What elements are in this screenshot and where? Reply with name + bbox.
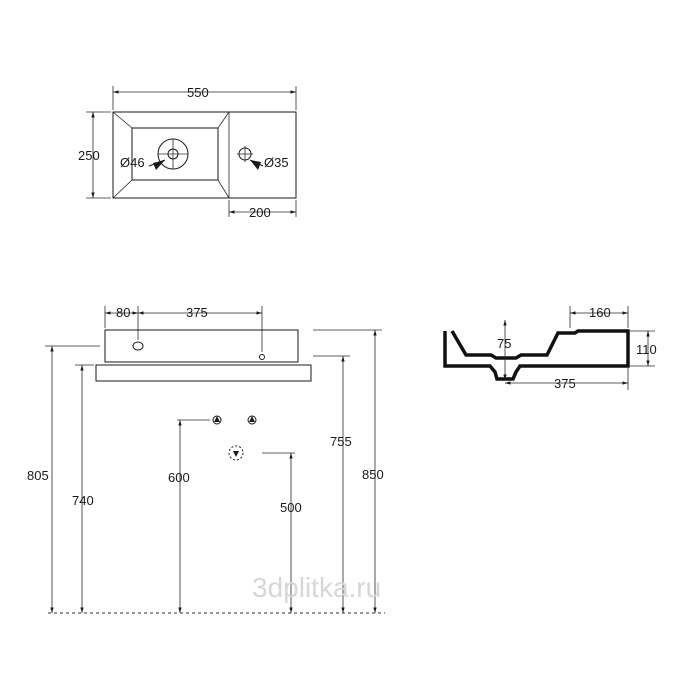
width-label: 550 <box>187 85 209 100</box>
center-distance-label: 375 <box>186 305 208 320</box>
height-805-label: 805 <box>27 468 49 483</box>
tap-hole-front <box>259 354 265 360</box>
inner-depth-label: 75 <box>497 336 511 351</box>
height-850-label: 850 <box>362 467 384 482</box>
waste-outlet <box>228 445 244 461</box>
height-500-label: 500 <box>280 500 302 515</box>
basin-front <box>104 329 299 363</box>
overflow-hole <box>132 341 144 351</box>
water-valve-right <box>247 415 257 425</box>
height-755-label: 755 <box>330 434 352 449</box>
water-valve-left <box>212 415 222 425</box>
top-view: Ø46 Ø35 550 250 200 <box>78 85 297 220</box>
side-length-label: 375 <box>554 376 576 391</box>
height-740-label: 740 <box>72 493 94 508</box>
left-offset-label: 80 <box>116 305 130 320</box>
drain-diameter-label: Ø46 <box>120 155 145 170</box>
height-600-label: 600 <box>168 470 190 485</box>
bowl-inner-top <box>131 127 219 181</box>
shelf-front <box>95 364 312 382</box>
side-section-view: 160 110 75 375 <box>443 305 657 391</box>
tap-offset-label: 200 <box>249 205 271 220</box>
side-width-label: 160 <box>589 305 611 320</box>
basin-outline-top <box>112 111 297 199</box>
watermark-text: 3dplitka.ru <box>252 572 381 603</box>
front-view: 80 375 805 740 600 500 <box>27 305 385 614</box>
basin-section-profile <box>443 329 630 381</box>
side-height-label: 110 <box>636 342 657 357</box>
tap-hole-diameter-label: Ø35 <box>264 155 289 170</box>
depth-label: 250 <box>78 148 100 163</box>
